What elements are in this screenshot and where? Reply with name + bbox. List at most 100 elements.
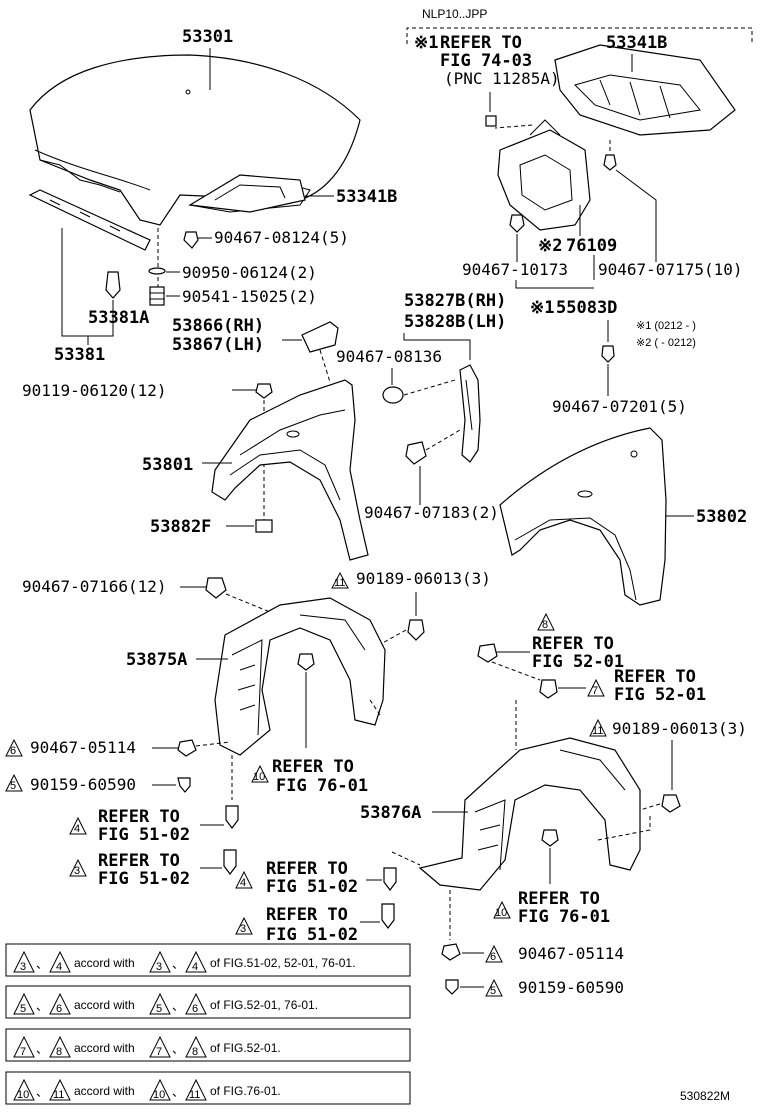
refer-51-02-b-line1: REFER TO [98,851,180,871]
bolt-90119-06120[interactable] [255,383,273,399]
legend-4-sep: 、 [36,1085,48,1099]
date-note-2: ※2 ( - 0212) [636,337,696,349]
date-note-1: ※1 (0212 - ) [636,320,696,332]
refer-fig-52-01-b[interactable]: 7 REFER TO FIG 52-01 [587,667,706,705]
hood-seal-53381[interactable] [28,189,151,251]
bolt-51-02-b[interactable] [223,849,237,875]
mark-tri-3a [69,858,87,877]
legend-2-sep2: 、 [172,999,184,1013]
dash-07183 [425,429,461,451]
hood-53301[interactable] [29,54,361,226]
label-90467-05114-b: 90467-05114 [518,944,624,963]
label-90467-07183: 90467-07183(2) [364,503,499,522]
refer-51-02-c-num: 4 [240,877,246,889]
legend-4-sep2: 、 [172,1085,184,1099]
grommet-part[interactable] [485,115,497,127]
legend-3-a: 7 [20,1046,26,1058]
legend-4-b: 11 [53,1089,64,1101]
refer-fig-51-02-d[interactable]: 3 REFER TO FIG 51-02 [235,905,358,945]
label-90159-60590-a: 90159-60590 [30,775,136,794]
fender-bracket-53827b[interactable] [459,364,481,463]
mark-5b: 5 [490,985,496,997]
refer-fig-76-01-b[interactable]: 10 REFER TO FIG 76-01 [493,889,610,927]
refer-fig-52-01-a[interactable]: 8 REFER TO FIG 52-01 [532,612,624,672]
legend-3-sep2: 、 [172,1042,184,1056]
rivet-90189-06013-a[interactable] [407,619,425,641]
front-fender-53802[interactable] [499,427,667,606]
screw-center-lh[interactable] [541,829,559,847]
refer-52-01-b-num: 7 [592,685,598,697]
dash-fender-cover [319,349,331,383]
clip-90467-05114-b[interactable] [441,943,461,961]
mark-tri-10b [493,900,511,919]
rivet-90189-06013-b[interactable] [661,794,681,813]
legend-2-b: 6 [56,1003,62,1015]
legend-3-a2: 7 [156,1046,162,1058]
label-53828b: 53828B(LH) [404,312,506,332]
clip-90467-07183-part[interactable] [405,441,427,465]
legend-2-b2: 6 [192,1003,198,1015]
clip-90467-07175-part[interactable] [603,154,617,171]
dash-08136 [403,379,456,396]
clip-90467-05114-a[interactable] [177,739,197,757]
refer-fig-76-01-a[interactable]: 10 REFER TO FIG 76-01 [251,757,368,796]
clip-90467-08124[interactable] [183,231,199,249]
screw-90159-60590-a[interactable] [177,777,191,793]
label-53867: 53867(LH) [172,335,264,355]
refer-fig-51-02-b[interactable]: 3 REFER TO FIG 51-02 [69,851,190,889]
bolt-51-02-d[interactable] [381,903,395,929]
fender-liner-53875a[interactable] [214,597,386,756]
clip-51-02-c[interactable] [383,867,397,891]
clip-90467-07201-part[interactable] [601,345,615,363]
label-53875a: 53875A [126,650,187,670]
clip-51-02-a[interactable] [225,805,239,829]
nut-53882f[interactable] [255,519,273,533]
clip-90467-10173-part[interactable] [509,214,525,233]
refer-52-01-a-line2: FIG 52-01 [532,652,624,672]
legend-4-text: of FIG.76-01. [210,1084,281,1098]
refer-76-01-a-num: 10 [253,771,265,783]
label-90467-07201: 90467-07201(5) [552,397,687,416]
front-fender-53801[interactable] [211,379,369,561]
leader-55083d-bracket [515,280,594,289]
refer-52-01-b-line1: REFER TO [614,667,696,687]
screw-center-rh[interactable] [297,653,315,671]
clip-90467-08136-part[interactable] [382,386,404,404]
fender-cover-53866[interactable] [301,321,339,353]
dash-51-02-c [391,851,421,866]
legend-2-a: 5 [20,1003,26,1015]
label-53381a: 53381A [88,308,149,328]
mark-tri-3b [235,916,253,935]
mark-tri-5a [5,773,23,792]
hood-insulator-53341b-top[interactable] [554,44,736,136]
refer-top-line3: (PNC 11285A) [444,69,560,88]
clip-52-01-a[interactable] [477,643,498,663]
legend-1-a2: 3 [156,961,162,973]
refer-top-line2: FIG 74-03 [440,51,532,71]
screw-90159-60590-b[interactable] [445,979,459,995]
air-duct-55083d[interactable] [497,119,591,231]
refer-51-02-c-line2: FIG 51-02 [266,877,358,897]
refer-51-02-b-line2: FIG 51-02 [98,869,190,889]
hood-insulator-53341b[interactable] [188,174,306,213]
legend-row-3: 7 、 8 accord with 7 、 8 of FIG.52-01. [5,1028,411,1062]
refer-fig-51-02-c[interactable]: 4 REFER TO FIG 51-02 [235,859,358,897]
fender-liner-53876a[interactable] [418,737,641,891]
refer-51-02-a-line2: FIG 51-02 [98,825,190,845]
refer-fig-74-03[interactable]: ※1 REFER TO FIG 74-03 (PNC 11285A) [414,33,560,88]
seal-clip-53381a[interactable] [105,271,121,299]
dash-90189-b [639,803,661,811]
refer-fig-51-02-a[interactable]: 4 REFER TO FIG 51-02 [69,807,190,845]
mark-6a: 6 [10,745,16,757]
clip-52-01-b[interactable] [539,679,558,699]
clip-90467-07166-part[interactable] [205,577,227,599]
cushion-90541-15025[interactable] [149,286,165,306]
label-90189-06013-b: 90189-06013(3) [612,719,747,738]
refer-51-02-d-line2: FIG 51-02 [266,925,358,945]
legend-1-b2: 4 [192,961,198,973]
figure-code: 530822M [680,1089,730,1103]
refer-76-01-a-line1: REFER TO [272,757,354,777]
washer-90950-06124[interactable] [148,267,166,275]
legend-4-a2: 10 [153,1089,165,1101]
